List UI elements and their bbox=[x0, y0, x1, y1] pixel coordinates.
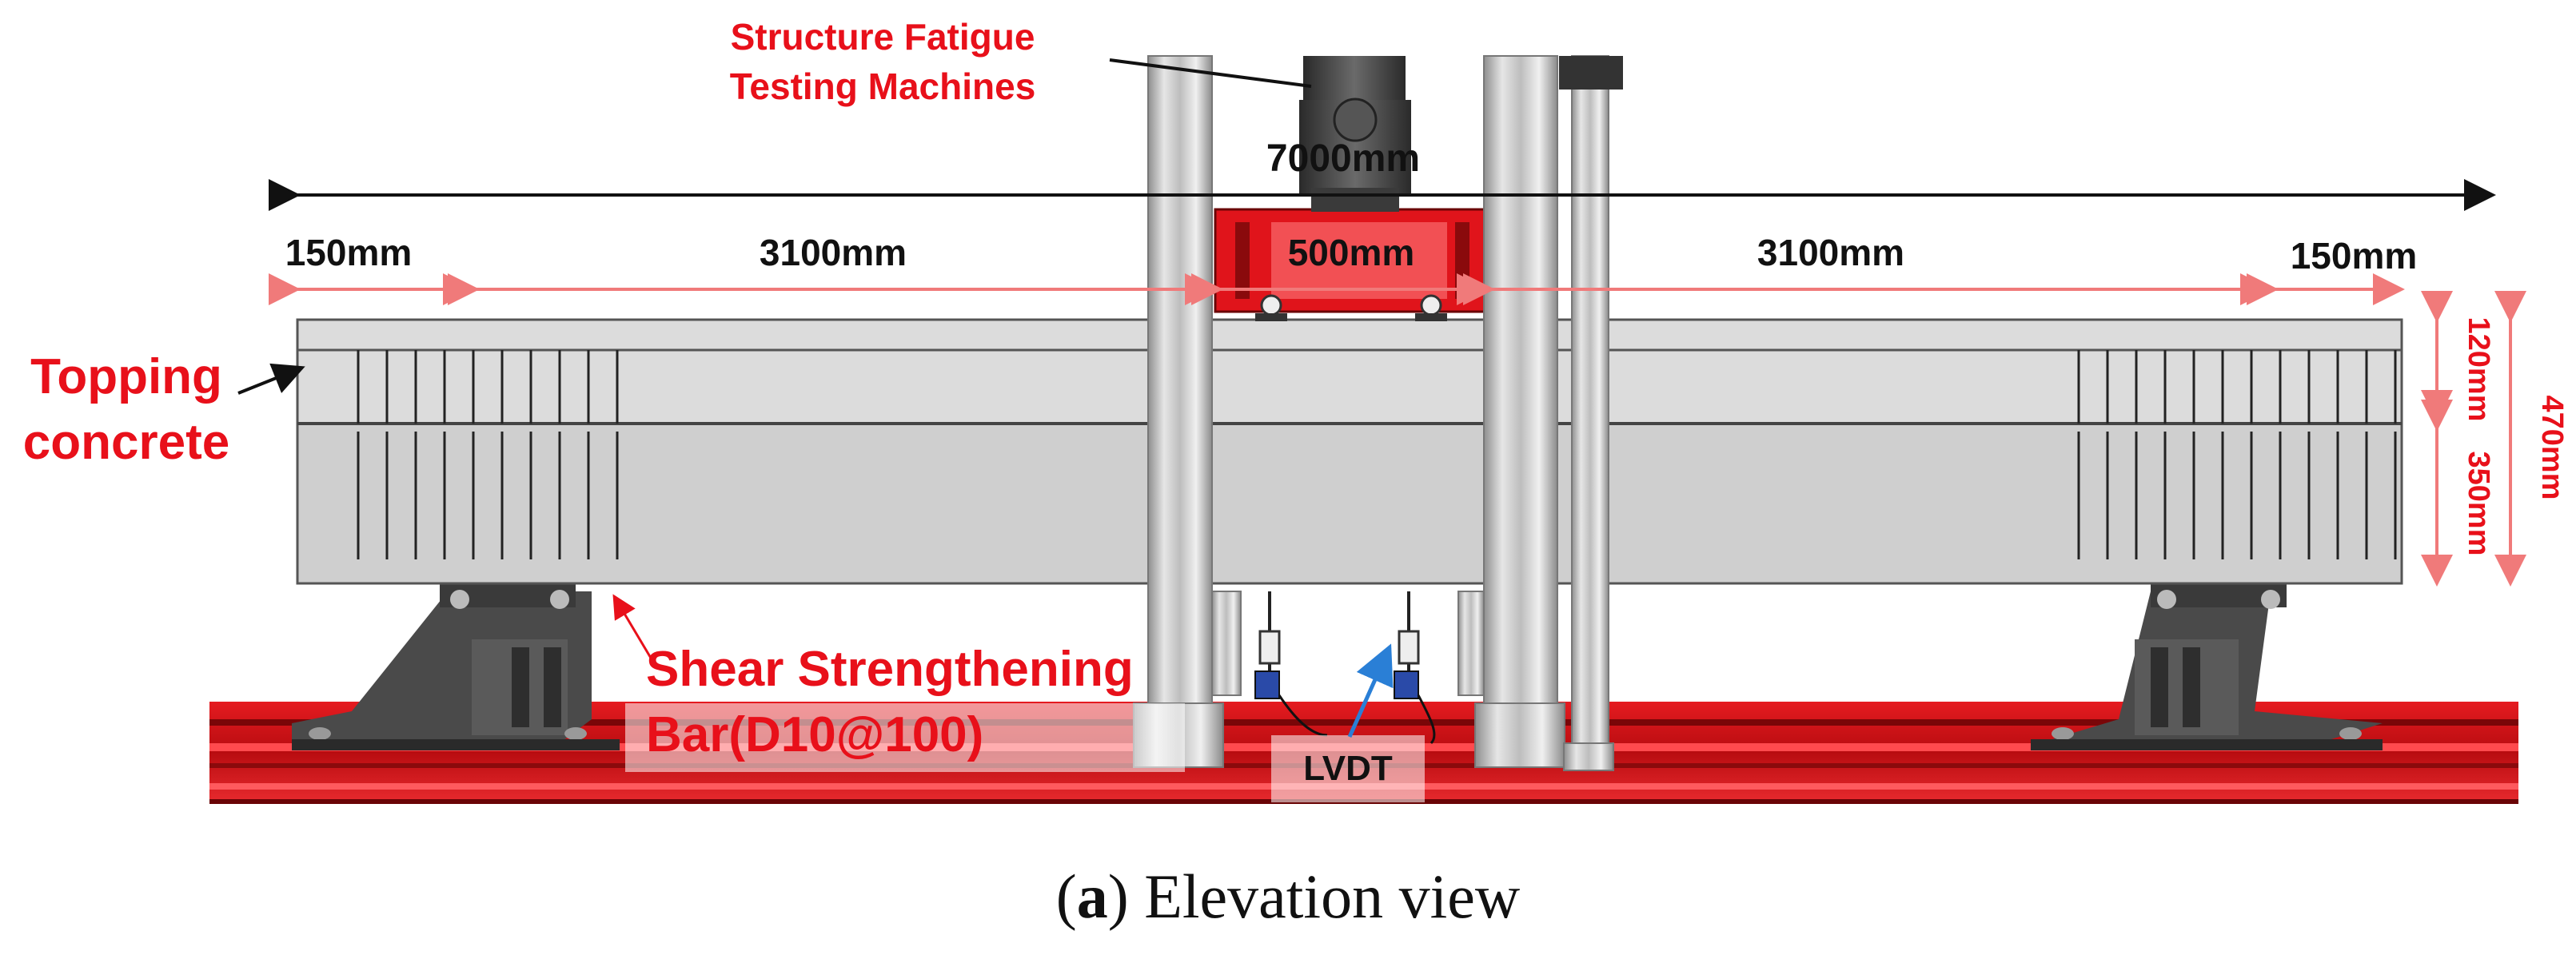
right-span-label: 3100mm bbox=[1757, 232, 1904, 273]
lvdt-label-backdrop bbox=[1271, 735, 1425, 802]
body-depth-label: 350mm bbox=[2462, 452, 2495, 556]
rear-column bbox=[1571, 55, 1609, 760]
topping-concrete-layer bbox=[296, 318, 2403, 425]
right-column bbox=[1483, 55, 1558, 712]
left-overhang-label: 150mm bbox=[285, 232, 413, 273]
left-span-label: 3100mm bbox=[760, 232, 907, 273]
right-overhang-label: 150mm bbox=[2291, 235, 2418, 277]
right-shear-bars bbox=[2077, 350, 2397, 559]
left-support bbox=[292, 583, 620, 750]
machine-label-line2: Testing Machines bbox=[730, 66, 1036, 107]
figure-caption: (a) Elevation view bbox=[1056, 861, 1520, 931]
load-span-label: 500mm bbox=[1288, 232, 1415, 273]
topping-depth-label: 120mm bbox=[2462, 317, 2495, 422]
machine-columns bbox=[1133, 55, 1623, 771]
shear-label-line2: Bar(D10@100) bbox=[646, 707, 983, 762]
shear-label-line1: Shear Strengthening bbox=[646, 642, 1134, 697]
topping-label-line1: Topping bbox=[30, 349, 222, 404]
total-depth-label: 470mm bbox=[2535, 396, 2569, 500]
machine-label-line1: Structure Fatigue bbox=[731, 16, 1035, 58]
concrete-beam bbox=[296, 318, 2403, 585]
lvdt-label: LVDT bbox=[1303, 749, 1393, 788]
fatigue-actuator bbox=[1299, 56, 1411, 212]
leader-lines bbox=[237, 58, 1394, 738]
total-length-label: 7000mm bbox=[1266, 137, 1420, 180]
right-support bbox=[2031, 583, 2383, 750]
lvdt-sensors bbox=[1254, 591, 1436, 745]
caption-letter: a bbox=[1077, 861, 1108, 931]
precast-beam-body bbox=[296, 422, 2403, 585]
left-column bbox=[1147, 55, 1213, 712]
shear-label-backdrop bbox=[625, 703, 1185, 772]
left-shear-bars bbox=[357, 350, 619, 559]
topping-label-line2: concrete bbox=[23, 415, 229, 470]
dimension-lines bbox=[269, 179, 2526, 587]
